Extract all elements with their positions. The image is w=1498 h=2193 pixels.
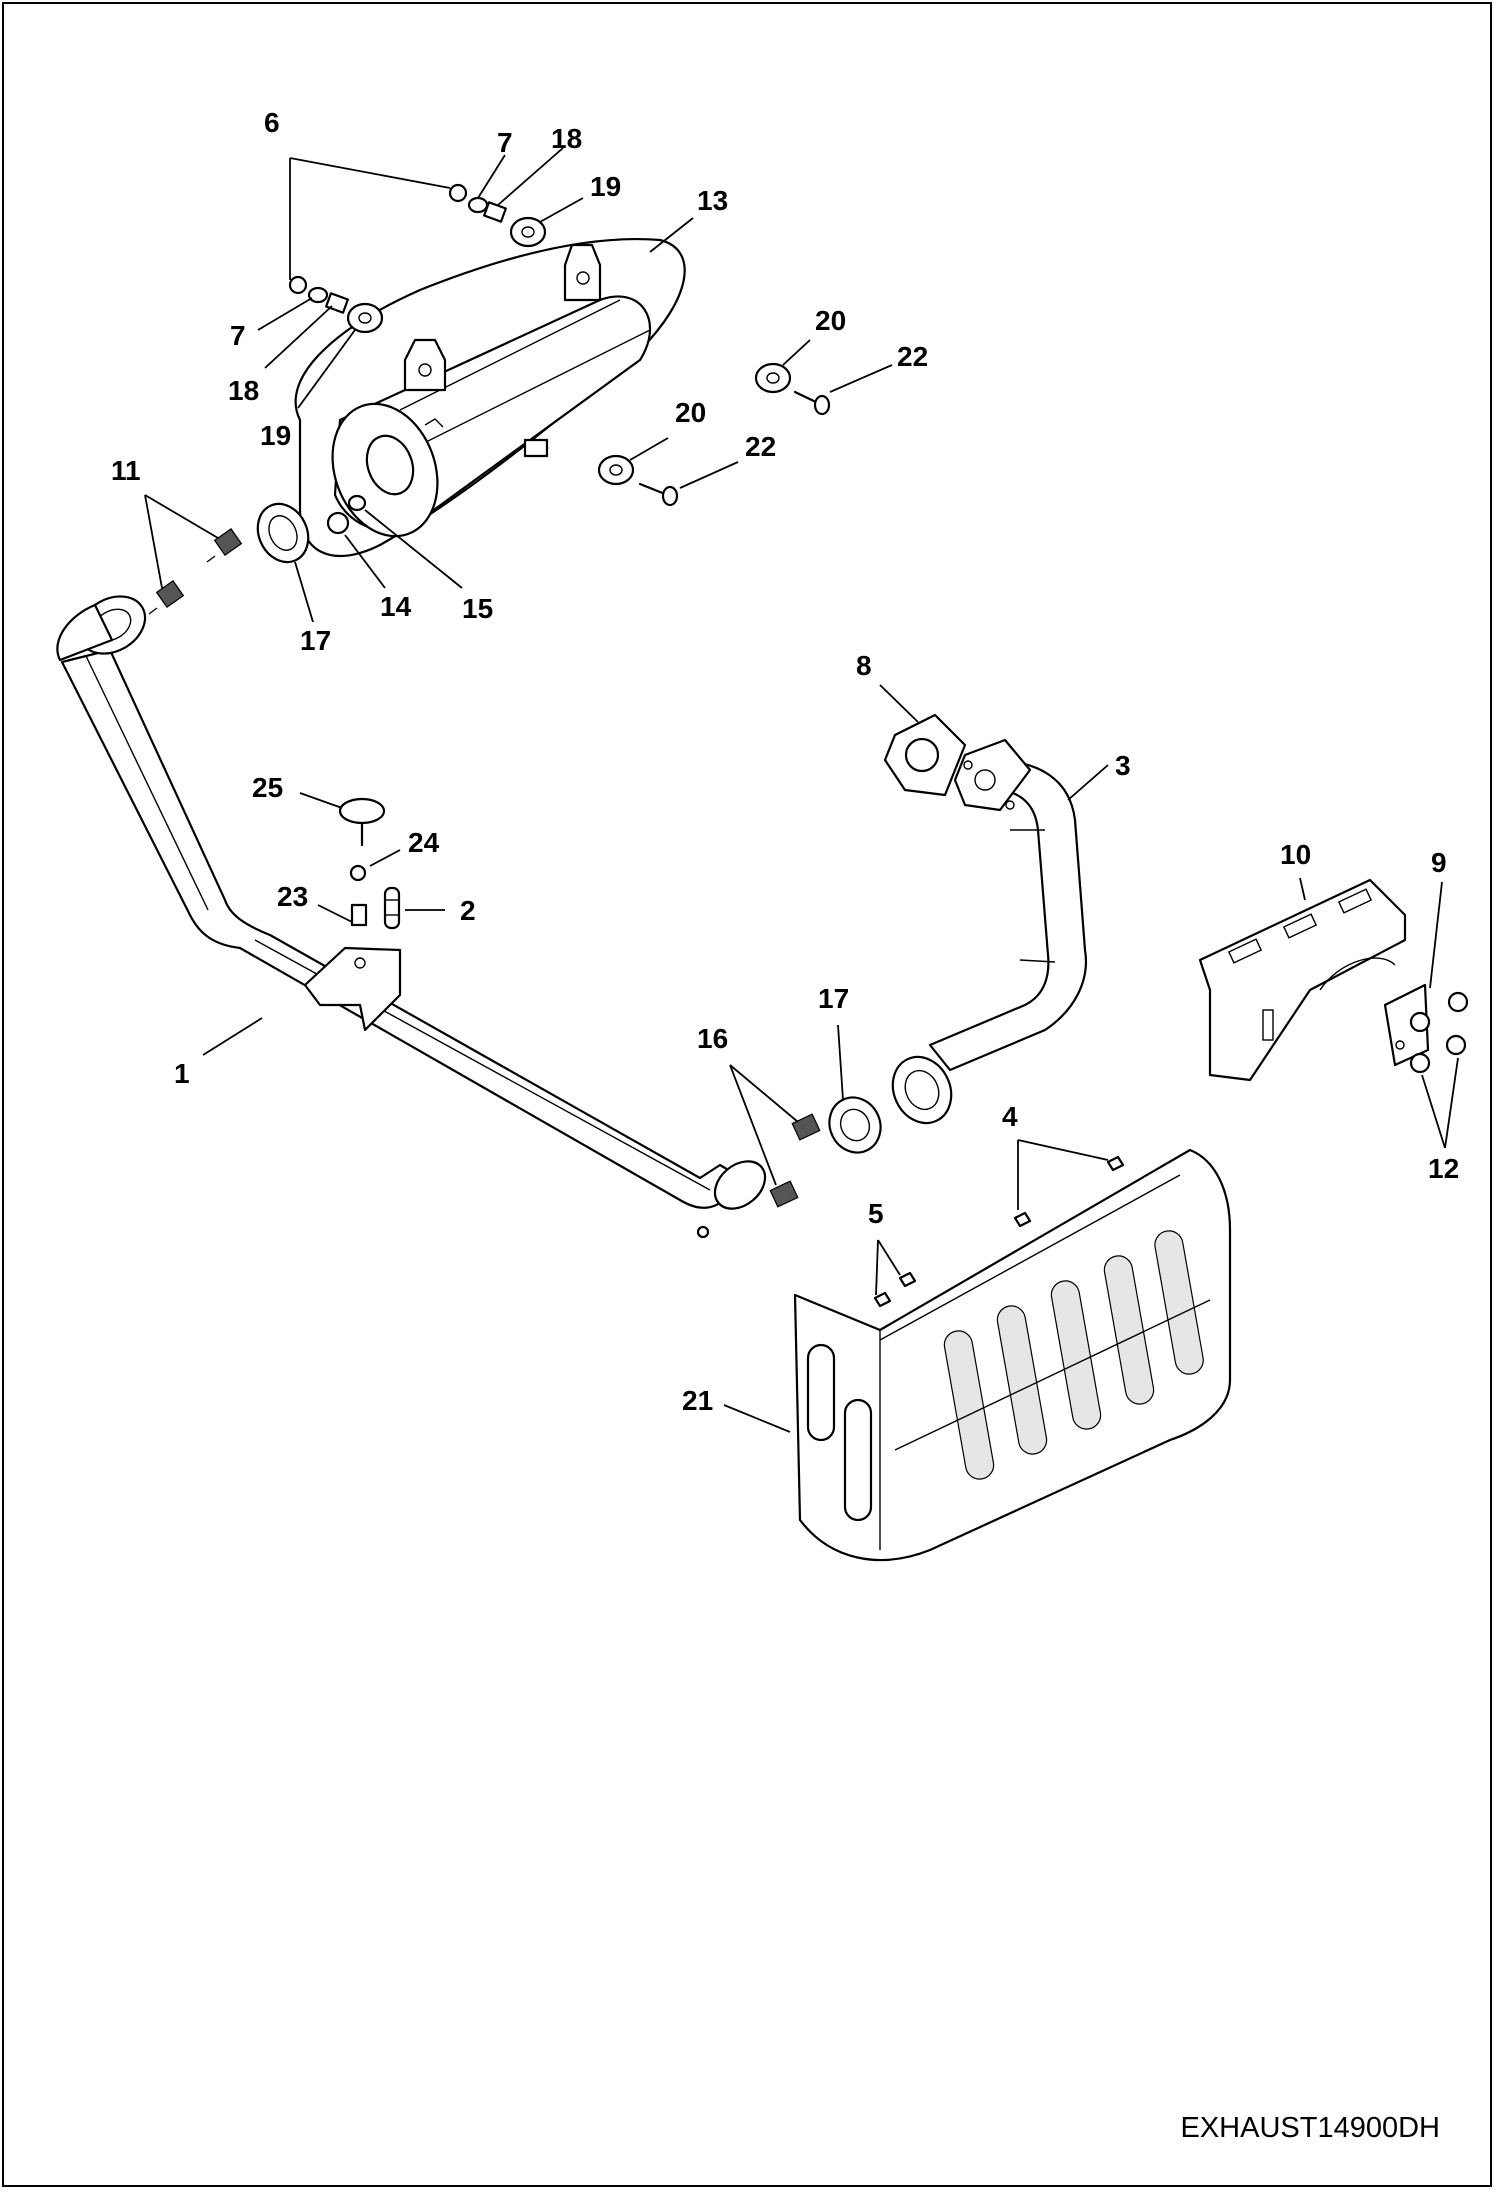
- spacer-icon: [325, 292, 349, 314]
- callout-21: 21: [682, 1385, 713, 1416]
- seal-ring-icon: [828, 1096, 882, 1154]
- washer-icon: [467, 196, 489, 214]
- right-mount-hardware: [597, 362, 831, 507]
- bracket-plate-icon: [1383, 983, 1430, 1067]
- callout-23: 23: [277, 881, 308, 912]
- figure-id: EXHAUST14900DH: [1180, 2112, 1441, 2144]
- heat-shield-bracket-icon: [1198, 878, 1407, 1082]
- callout-3: 3: [1115, 750, 1131, 781]
- callout-11: 11: [111, 455, 141, 486]
- callout-19: 19: [590, 171, 621, 202]
- callout-25: 25: [252, 772, 283, 803]
- callout-4: 4: [1002, 1101, 1018, 1132]
- seal-ring-icon: [256, 502, 310, 564]
- muffler-icon: [294, 237, 686, 558]
- nut-icon: [288, 275, 308, 295]
- callout-8: 8: [856, 650, 872, 681]
- muffler-end-hardware: [326, 494, 367, 535]
- washer-icon: [307, 286, 329, 304]
- callout-17: 17: [300, 625, 331, 656]
- grommet-icon: [754, 362, 792, 394]
- callout-2: 2: [460, 895, 476, 926]
- callout-18: 18: [228, 375, 259, 406]
- spring-icon: [769, 1180, 799, 1208]
- callout-16: 16: [697, 1023, 728, 1054]
- nut-icon: [448, 183, 468, 203]
- bolt-icon: [326, 511, 350, 535]
- spring-icon: [206, 528, 243, 563]
- washer-icon: [347, 494, 367, 512]
- callout-1: 1: [174, 1058, 190, 1089]
- spacer-icon: [483, 201, 507, 223]
- callout-7: 7: [230, 320, 246, 351]
- upper-joint-hardware: [148, 502, 310, 615]
- screw-icon: [873, 1155, 1125, 1308]
- bolt-icon: [638, 482, 679, 507]
- callout-17: 17: [818, 983, 849, 1014]
- callout-12: 12: [1428, 1153, 1459, 1184]
- callout-22: 22: [745, 431, 776, 462]
- callout-labels: 6 7 18 19 13 7 18 19 20 22 20 22 11 14 1…: [111, 107, 1459, 1416]
- gasket-icon: [883, 713, 967, 797]
- callout-13: 13: [697, 185, 728, 216]
- callout-7: 7: [497, 127, 513, 158]
- spacer-icon: [350, 903, 368, 927]
- leader-lines: [144, 147, 1459, 1433]
- spring-icon: [148, 580, 185, 615]
- nut-icon: [349, 864, 367, 882]
- callout-14: 14: [380, 591, 412, 622]
- callout-22: 22: [897, 341, 928, 372]
- spring-icon: [791, 1113, 821, 1141]
- callout-15: 15: [462, 593, 493, 624]
- callout-9: 9: [1431, 847, 1447, 878]
- callout-20: 20: [815, 305, 846, 336]
- grommet-icon: [597, 454, 635, 486]
- callout-18: 18: [551, 123, 582, 154]
- upper-mount-hardware: [288, 183, 547, 334]
- callout-10: 10: [1280, 839, 1311, 870]
- heat-shield-icon: [793, 1148, 1232, 1562]
- spring-clip-icon: [383, 886, 401, 930]
- callout-19: 19: [260, 420, 291, 451]
- grommet-icon: [346, 302, 384, 334]
- elbow-pipe-icon: [891, 738, 1087, 1125]
- nut-icon: [1409, 991, 1469, 1074]
- callout-6: 6: [264, 107, 280, 138]
- callout-20: 20: [675, 397, 706, 428]
- bolt-icon: [793, 390, 831, 416]
- exhaust-pipe-icon: [56, 595, 767, 1239]
- knob-icon: [338, 797, 386, 847]
- callout-24: 24: [408, 827, 440, 858]
- pipe-mount-hardware: [338, 797, 401, 930]
- callout-5: 5: [868, 1198, 884, 1229]
- lower-joint-hardware: [769, 1096, 882, 1208]
- grommet-icon: [509, 216, 547, 248]
